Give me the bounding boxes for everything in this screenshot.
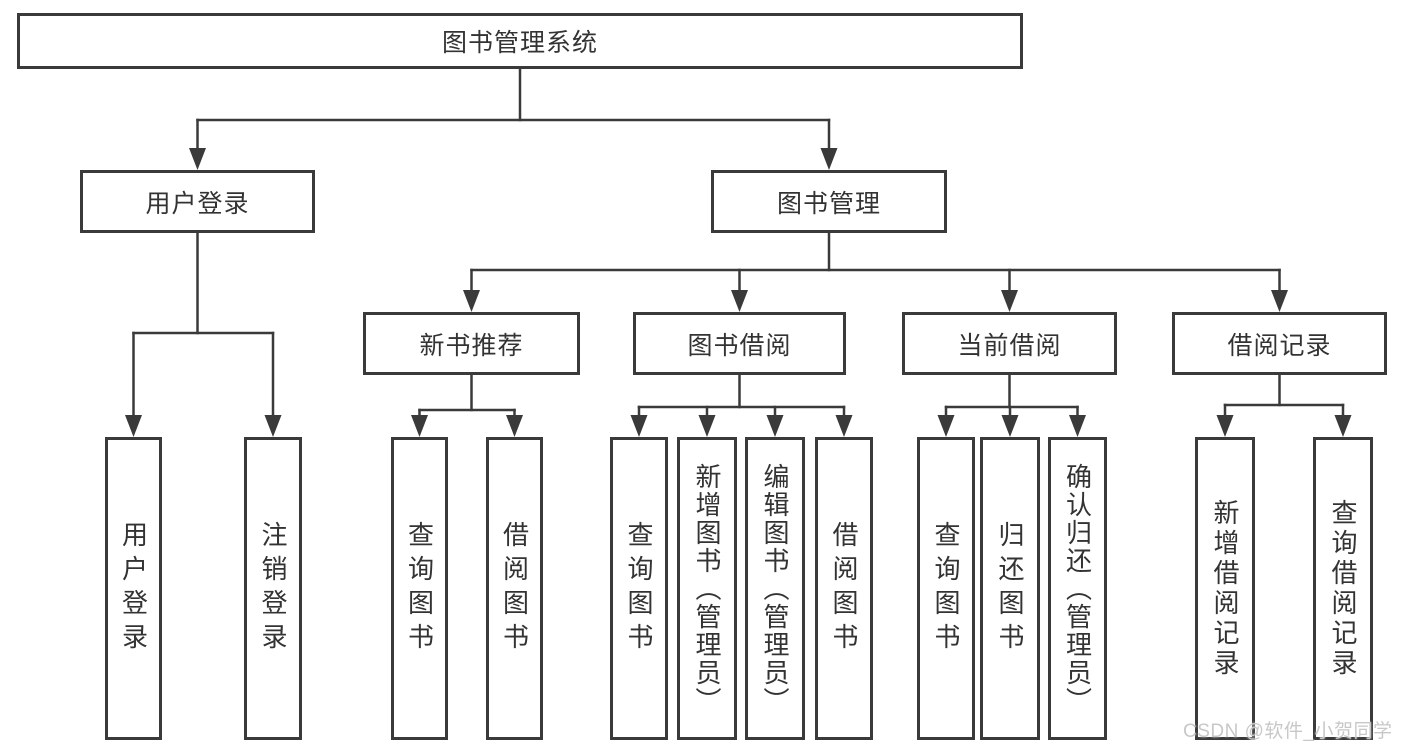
node-current-borrow: 当前借阅 bbox=[902, 312, 1117, 375]
node-label-br-query: 查询借阅记录 bbox=[1328, 498, 1358, 679]
node-label-nb-borrow: 借阅图书 bbox=[499, 520, 530, 657]
node-label-cb-return: 归还图书 bbox=[995, 520, 1025, 657]
node-user-login: 用户登录 bbox=[80, 170, 315, 233]
node-label-book-mgmt: 图书管理 bbox=[776, 189, 881, 218]
node-label-cb-confirm: 确认归还（管理员） bbox=[1062, 462, 1093, 715]
node-label-new-book-rec: 新书推荐 bbox=[419, 331, 524, 360]
node-borrow-records: 借阅记录 bbox=[1172, 312, 1387, 375]
node-label-user-login: 用户登录 bbox=[145, 189, 250, 218]
node-label-borrow-records: 借阅记录 bbox=[1227, 331, 1332, 360]
node-cb-confirm: 确认归还（管理员） bbox=[1048, 437, 1107, 740]
node-new-book-rec: 新书推荐 bbox=[363, 312, 580, 375]
node-nb-query: 查询图书 bbox=[391, 437, 448, 740]
node-label-bb-add: 新增图书（管理员） bbox=[692, 462, 722, 715]
node-label-bb-query: 查询图书 bbox=[624, 520, 654, 657]
node-book-borrow: 图书借阅 bbox=[633, 312, 846, 375]
node-bb-borrow: 借阅图书 bbox=[815, 437, 873, 740]
node-br-query: 查询借阅记录 bbox=[1313, 437, 1373, 740]
node-label-nb-query: 查询图书 bbox=[404, 520, 435, 657]
node-label-user-login-op: 用户登录 bbox=[118, 520, 149, 657]
node-logout-op: 注销登录 bbox=[244, 437, 302, 740]
node-bb-query: 查询图书 bbox=[610, 437, 668, 740]
node-label-bb-borrow: 借阅图书 bbox=[829, 520, 859, 657]
node-label-book-borrow: 图书借阅 bbox=[687, 331, 792, 360]
node-root: 图书管理系统 bbox=[17, 13, 1023, 69]
node-nb-borrow: 借阅图书 bbox=[486, 437, 543, 740]
node-label-cb-query: 查询图书 bbox=[931, 520, 961, 657]
node-bb-add: 新增图书（管理员） bbox=[677, 437, 737, 740]
node-cb-query: 查询图书 bbox=[917, 437, 975, 740]
watermark: CSDN @软件_小贺同学 bbox=[1183, 721, 1393, 742]
node-user-login-op: 用户登录 bbox=[105, 437, 162, 740]
node-cb-return: 归还图书 bbox=[980, 437, 1040, 740]
node-label-root: 图书管理系统 bbox=[441, 29, 598, 57]
node-label-bb-edit: 编辑图书（管理员） bbox=[760, 462, 790, 715]
node-book-mgmt: 图书管理 bbox=[711, 170, 947, 233]
node-br-add: 新增借阅记录 bbox=[1195, 437, 1255, 740]
node-label-current-borrow: 当前借阅 bbox=[957, 331, 1062, 360]
node-label-br-add: 新增借阅记录 bbox=[1210, 498, 1240, 679]
node-label-logout-op: 注销登录 bbox=[258, 520, 288, 657]
node-bb-edit: 编辑图书（管理员） bbox=[745, 437, 805, 740]
